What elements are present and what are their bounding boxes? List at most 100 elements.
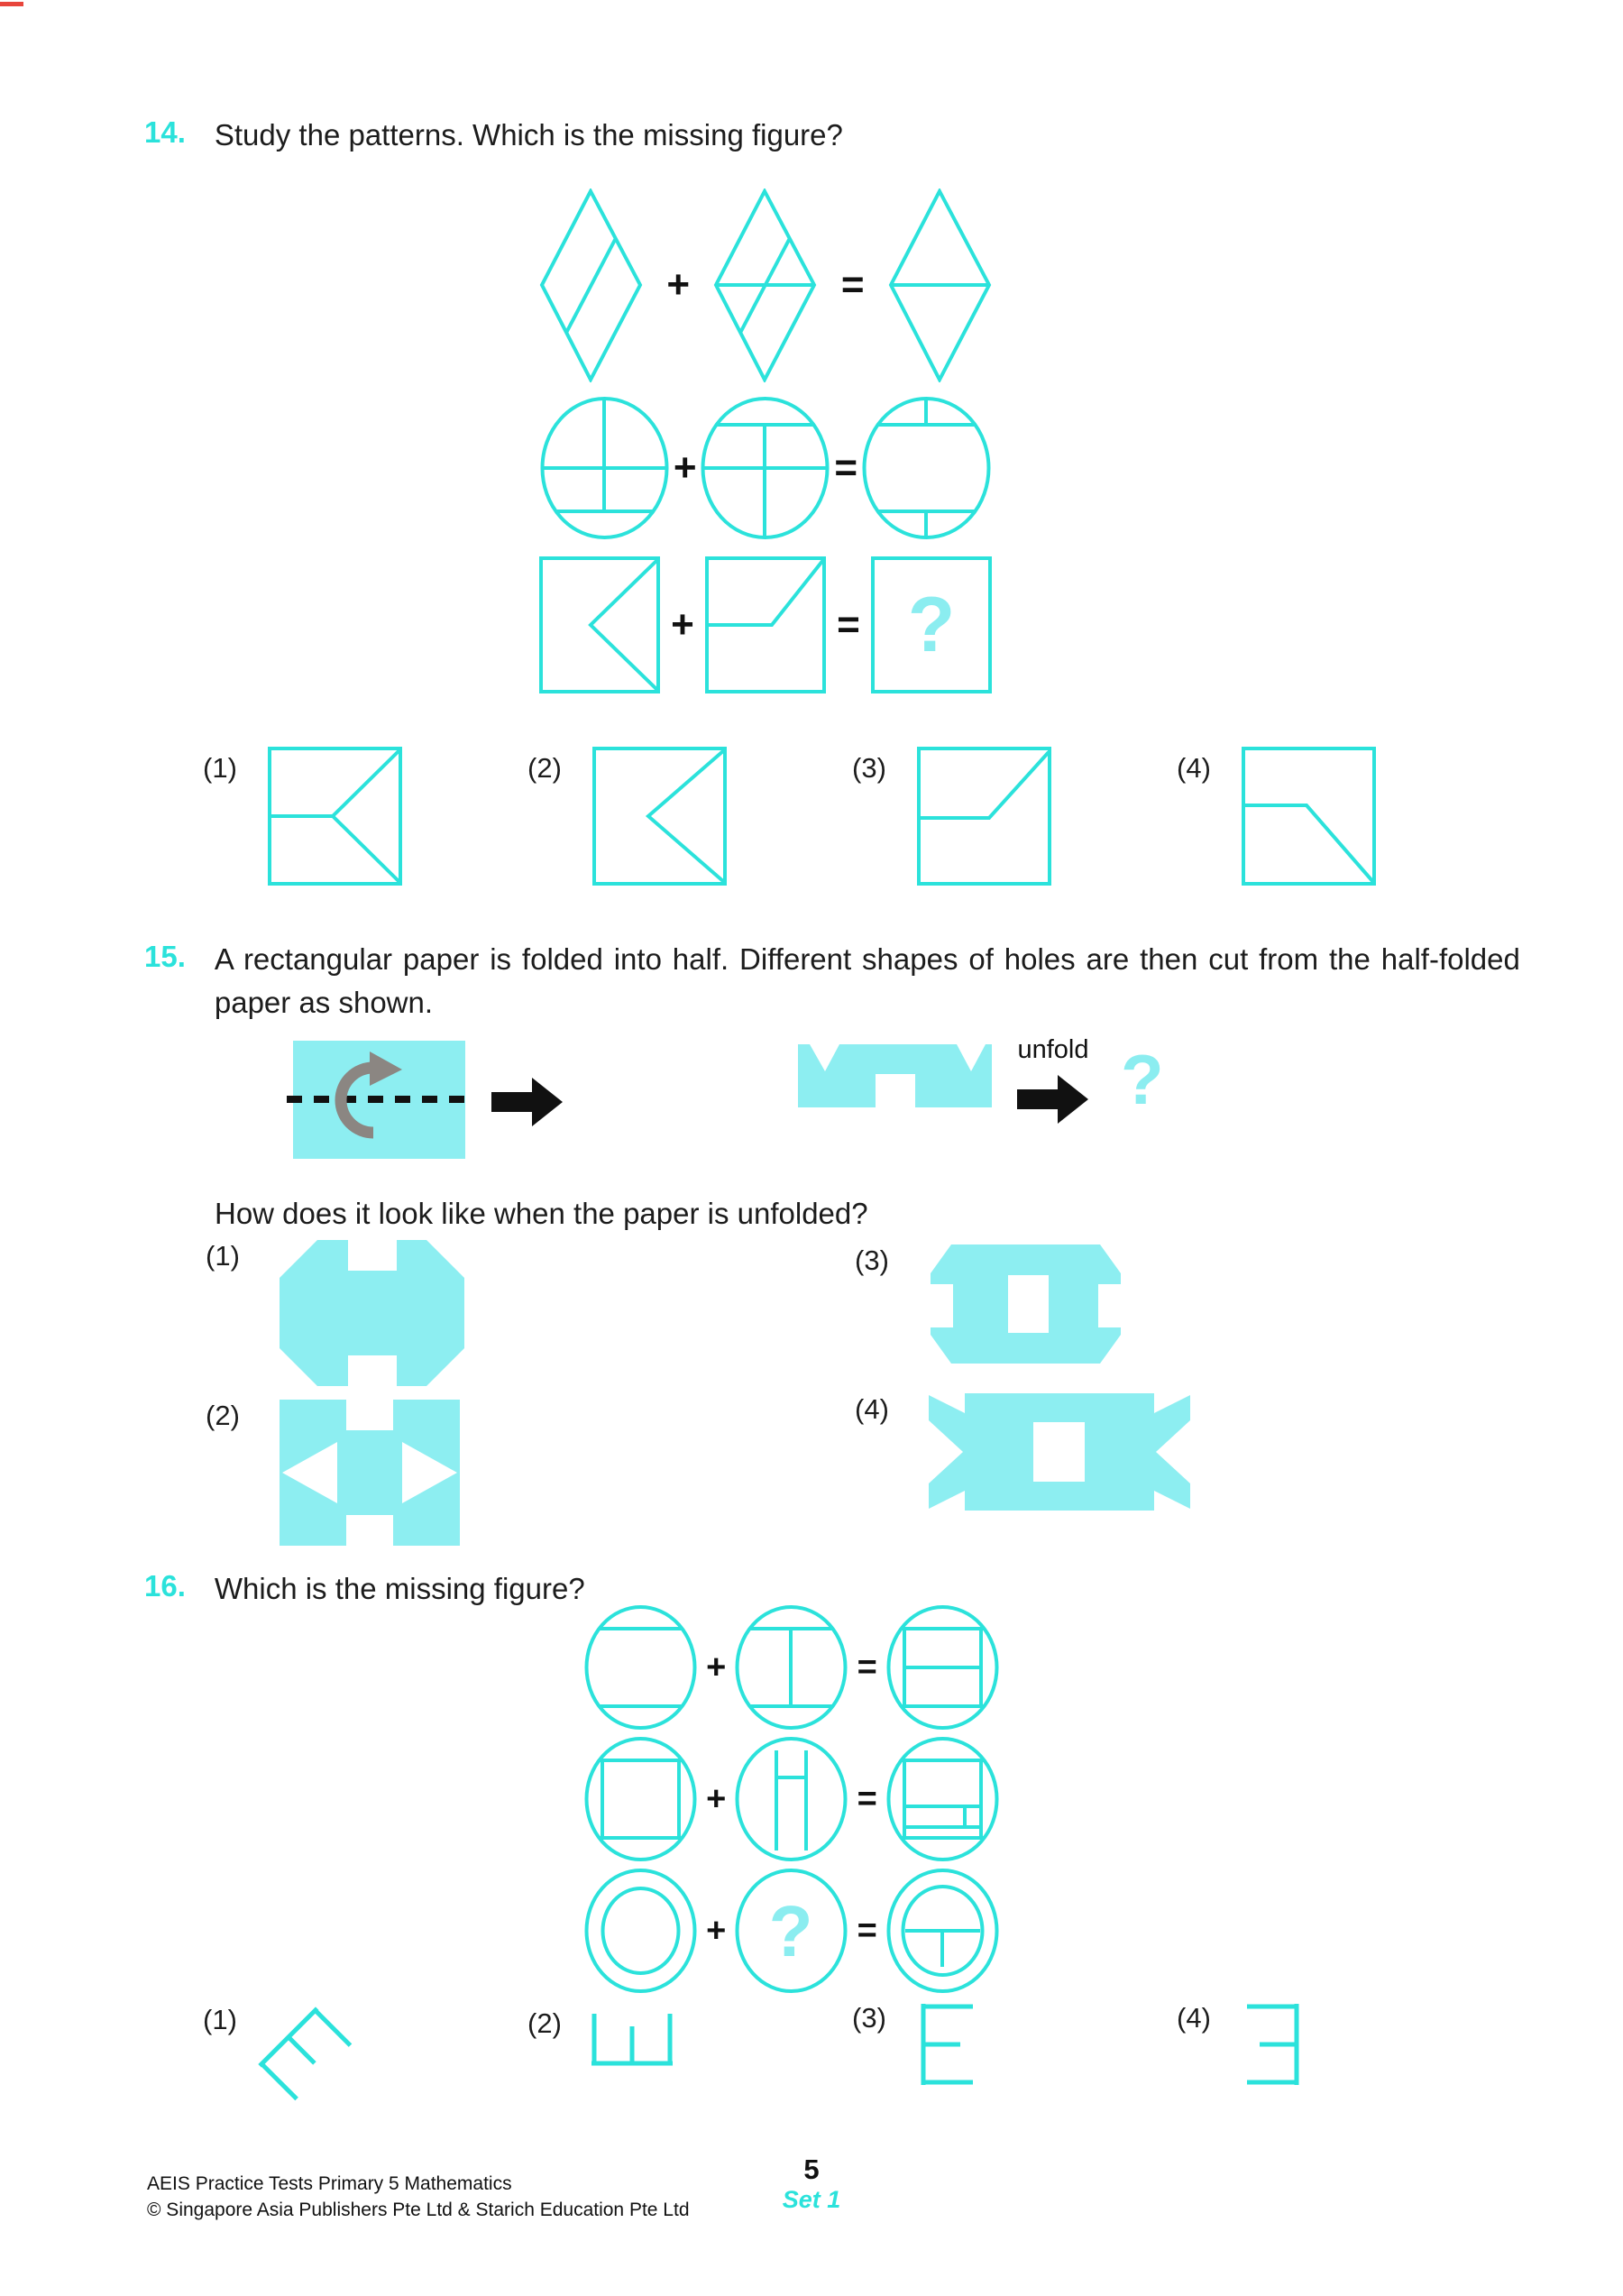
paper-corner-cuts-and-center-notches-figure <box>279 1240 464 1386</box>
q16-option-4: (4) <box>1177 2002 1301 2087</box>
circle-top-bottom-chords-figure <box>862 397 991 539</box>
square-left-chevron-figure <box>539 556 660 693</box>
paper-side-triangle-holes-and-center-notches-figure <box>279 1400 460 1546</box>
right-arrow-icon <box>491 1073 564 1131</box>
square-step-line-up-figure <box>916 747 1051 886</box>
q16-row-3: + ? = <box>584 1867 999 1995</box>
unfold-step: unfold <box>1017 1035 1089 1128</box>
unfold-label: unfold <box>1017 1035 1089 1064</box>
q14-option-2: (2) <box>527 747 727 886</box>
question-prompt: Which is the missing figure? <box>214 1572 585 1605</box>
paper-candy-wings-center-hole-figure <box>928 1393 1190 1511</box>
option-label: (2) <box>206 1400 240 1431</box>
plus-operator: + <box>706 1648 727 1686</box>
q16-row-1: + = <box>584 1603 999 1731</box>
option-label: (2) <box>527 752 562 784</box>
circle-inscribed-square-figure <box>584 1737 697 1861</box>
diamond-with-horizontal-and-diagonal-figure <box>714 188 817 382</box>
equals-operator: = <box>857 1911 877 1950</box>
square-left-chevron-figure <box>591 747 727 886</box>
q14-option-1: (1) <box>203 747 402 886</box>
option-label: (3) <box>855 1244 889 1276</box>
square-step-line-figure <box>704 556 826 693</box>
circle-cross-bottom-chord-figure <box>540 397 669 539</box>
q16-option-2: (2) <box>527 2007 675 2071</box>
option-label: (3) <box>852 752 886 784</box>
q16-options-row: (1) (2) (3) <box>0 1995 1623 2112</box>
footer-center: 5 Set 1 <box>739 2154 884 2214</box>
q14-option-4: (4) <box>1177 747 1376 886</box>
set-label: Set 1 <box>782 2186 841 2213</box>
q14-row-squares: + = ? <box>539 553 992 697</box>
option-label: (4) <box>855 1393 889 1425</box>
circle-concentric-figure <box>584 1869 697 1993</box>
q15-sub-prompt: How does it look like when the paper is … <box>215 1197 868 1230</box>
diamond-with-horizontal-figure <box>888 188 992 382</box>
plus-operator: + <box>671 602 694 647</box>
q15-option-2: (2) <box>206 1400 460 1546</box>
page-number: 5 <box>803 2154 820 2185</box>
question-prompt: Study the patterns. Which is the missing… <box>214 118 843 152</box>
option-label: (1) <box>203 752 237 784</box>
letter-e-mirrored-figure <box>1246 2004 1299 2085</box>
paper-trapezoid-side-notches-center-hole-figure <box>930 1244 1121 1364</box>
footer-left: AEIS Practice Tests Primary 5 Mathematic… <box>147 2172 690 2224</box>
plus-operator: + <box>673 445 697 490</box>
right-arrow-icon <box>1017 1075 1088 1124</box>
letter-e-rotated-45-figure <box>258 2007 353 2101</box>
option-label: (2) <box>527 2007 562 2039</box>
square-chevron-with-mid-line-figure <box>267 747 402 886</box>
circle-double-vertical-with-bar-figure <box>735 1737 848 1861</box>
question-mark-glyph: ? <box>769 1891 813 1971</box>
missing-figure-placeholder: ? <box>735 1869 848 1993</box>
equals-operator: = <box>857 1648 877 1686</box>
question-mark-glyph: ? <box>908 582 956 668</box>
q15-option-3: (3) <box>855 1244 1123 1364</box>
q16-row-2: + = <box>584 1735 999 1863</box>
question-15-header: 15. A rectangular paper is folded into h… <box>144 938 1520 1024</box>
folded-paper-source-figure <box>287 1039 472 1161</box>
letter-e-figure <box>921 2004 973 2085</box>
missing-figure-placeholder: ? <box>870 556 992 693</box>
fold-curl-arrow-icon <box>335 1061 374 1139</box>
unfold-result-question-mark: ? <box>1121 1040 1164 1119</box>
equals-operator: = <box>840 262 865 307</box>
q15-option-1: (1) <box>206 1240 464 1386</box>
plus-operator: + <box>666 262 691 307</box>
equals-operator: = <box>834 445 858 490</box>
equals-operator: = <box>857 1779 877 1818</box>
question-prompt: A rectangular paper is folded into half.… <box>214 942 1520 1019</box>
option-label: (3) <box>852 2002 886 2034</box>
letter-e-rotated-90-figure <box>591 2014 673 2066</box>
option-label: (1) <box>206 1240 240 1272</box>
circle-concentric-with-t-line-figure <box>886 1869 999 1993</box>
circle-chords-with-center-vertical-figure <box>735 1605 848 1730</box>
option-label: (4) <box>1177 2002 1211 2034</box>
question-number: 16. <box>144 1569 186 1603</box>
folded-paper-with-cuts-figure <box>798 1044 992 1107</box>
q16-option-1: (1) <box>203 2004 356 2105</box>
q15-option-4: (4) <box>855 1393 1190 1511</box>
q16-option-3: (3) <box>852 2002 977 2087</box>
q14-row-diamonds: + = <box>539 185 992 385</box>
q14-pattern-grid: + = + <box>539 185 992 697</box>
footer-series-title: AEIS Practice Tests Primary 5 Mathematic… <box>147 2173 512 2194</box>
circle-square-with-inner-rect-figure <box>886 1737 999 1861</box>
scan-artifact <box>0 2 23 6</box>
equals-operator: = <box>837 602 860 647</box>
question-14-header: 14. Study the patterns. Which is the mis… <box>144 114 1497 157</box>
option-label: (1) <box>203 2004 237 2035</box>
circle-top-bottom-chords-figure <box>584 1605 697 1730</box>
circle-square-with-mid-line-figure <box>886 1605 999 1730</box>
circle-cross-top-chord-figure <box>701 397 830 539</box>
plus-operator: + <box>706 1779 727 1818</box>
q14-option-3: (3) <box>852 747 1051 886</box>
footer-copyright: © Singapore Asia Publishers Pte Ltd & St… <box>147 2199 690 2220</box>
option-label: (4) <box>1177 752 1211 784</box>
question-16-header: 16. Which is the missing figure? <box>144 1567 585 1611</box>
q14-row-circles: + = <box>539 392 992 544</box>
diamond-with-diagonal-figure <box>539 188 643 382</box>
question-number: 15. <box>144 940 186 973</box>
plus-operator: + <box>706 1911 727 1950</box>
